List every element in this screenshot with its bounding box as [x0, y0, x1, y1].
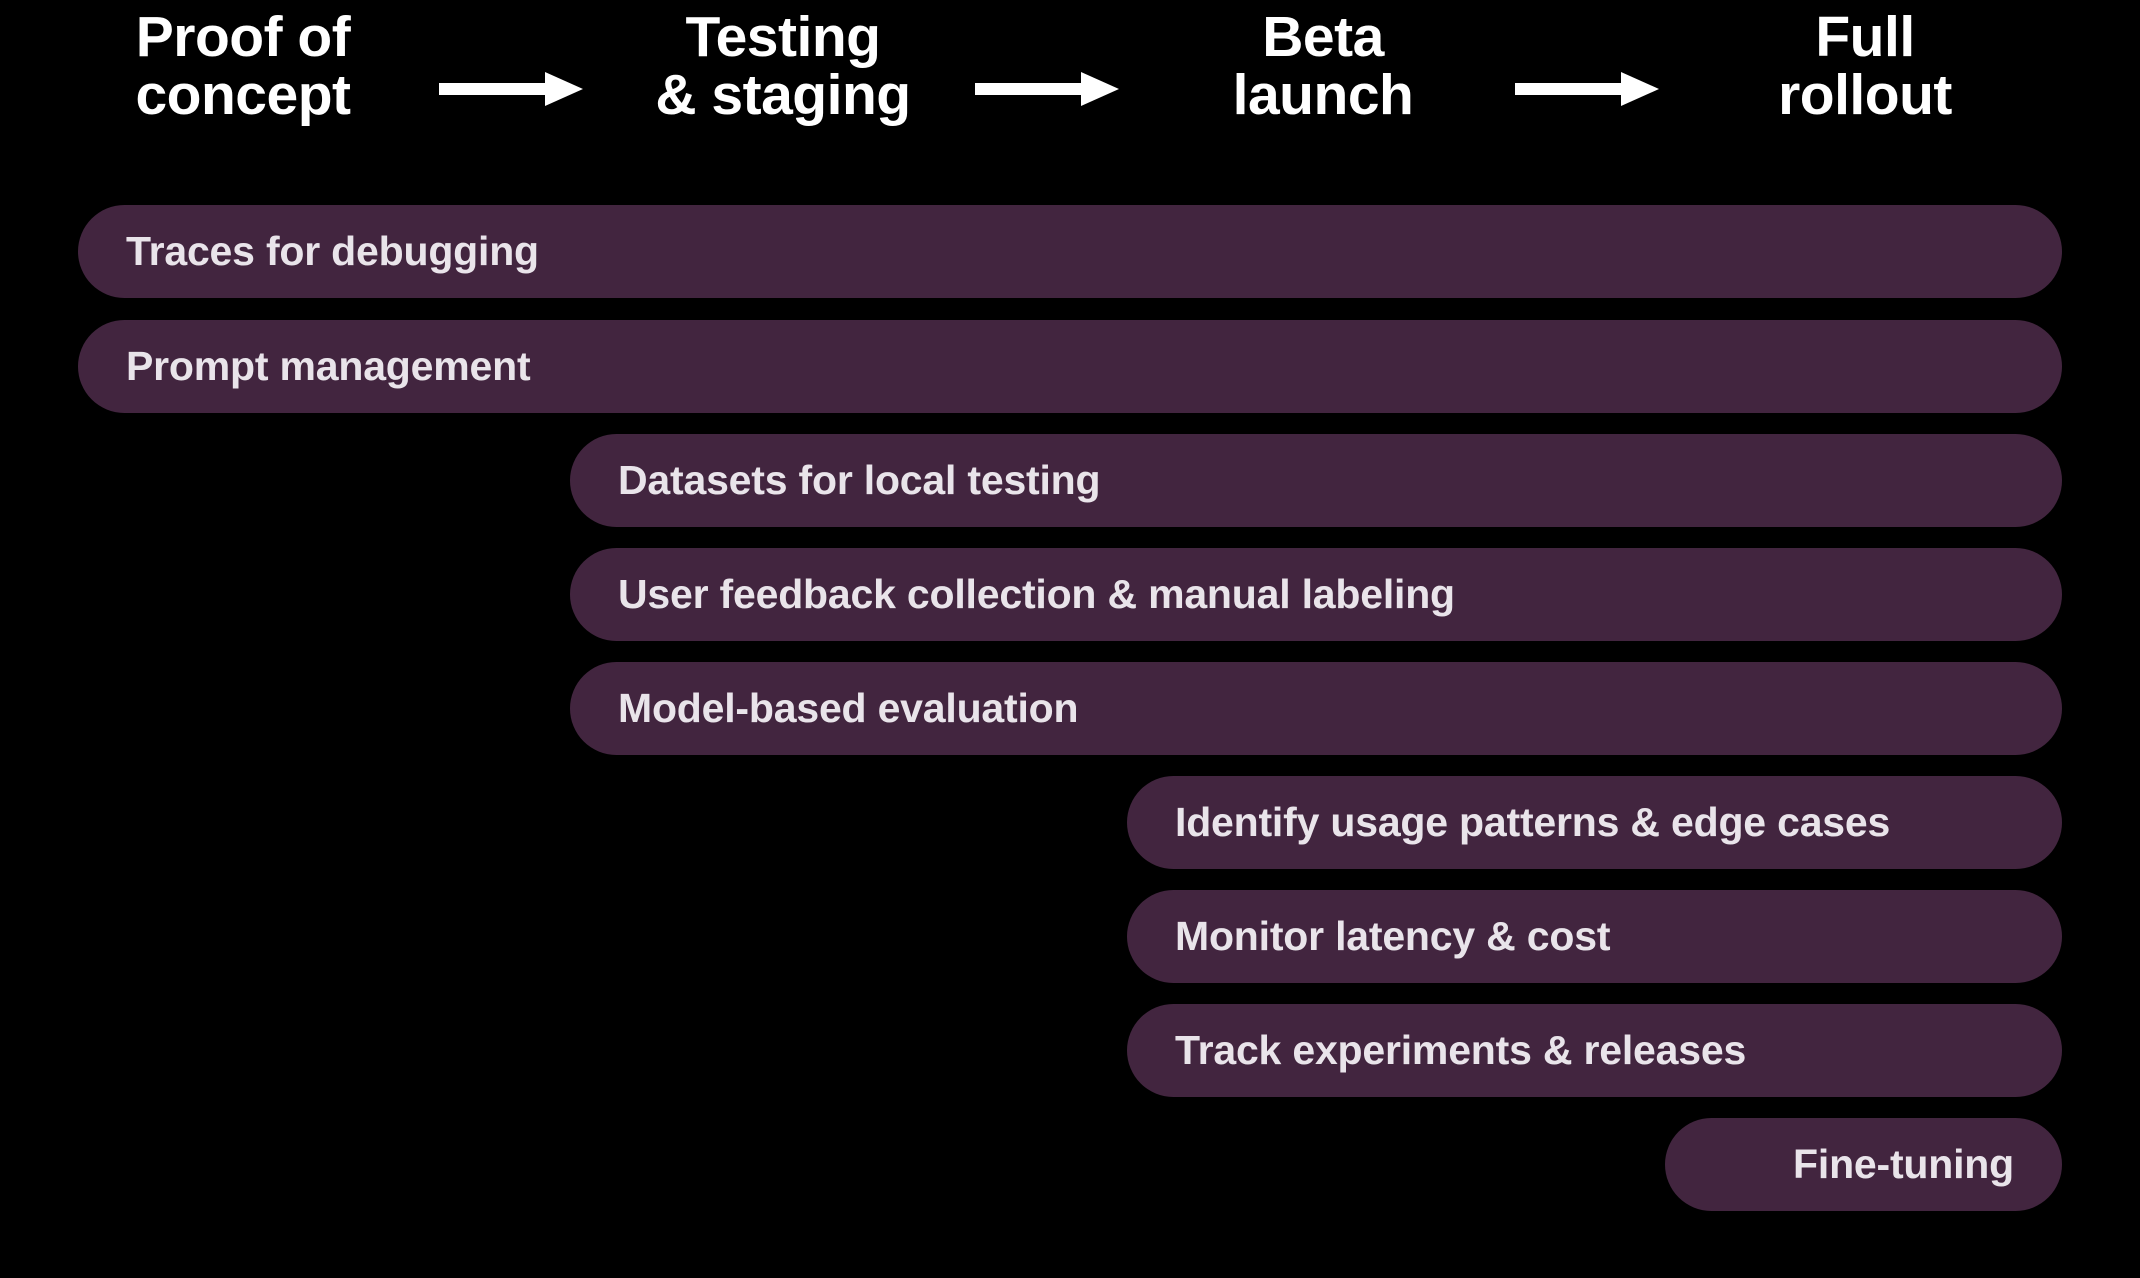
- right-arrow-icon: [975, 72, 1119, 106]
- right-arrow-icon: [439, 72, 583, 106]
- phase-label-line2: launch: [1232, 63, 1414, 128]
- phase-label-line1: Beta: [1262, 5, 1384, 69]
- capability-bar[interactable]: Datasets for local testing: [570, 434, 2062, 527]
- phase-label-line2: & staging: [655, 63, 911, 128]
- phase-label-2: Testing& staging: [573, 8, 993, 124]
- capability-bar-label: Traces for debugging: [126, 228, 539, 274]
- capability-bar[interactable]: User feedback collection & manual labeli…: [570, 548, 2062, 641]
- capability-bar-label: Track experiments & releases: [1175, 1027, 1747, 1073]
- capability-bar[interactable]: Fine-tuning: [1665, 1118, 2062, 1211]
- right-arrow-icon: [1515, 72, 1659, 106]
- capability-bar[interactable]: Model-based evaluation: [570, 662, 2062, 755]
- phase-label-line1: Proof of: [135, 5, 351, 69]
- capability-bar-label: Identify usage patterns & edge cases: [1175, 799, 1891, 845]
- phase-label-line1: Full: [1815, 5, 1915, 69]
- capability-bar-label: Monitor latency & cost: [1175, 913, 1611, 959]
- capability-bar[interactable]: Traces for debugging: [78, 205, 2062, 298]
- phase-label-line2: rollout: [1778, 63, 1952, 128]
- capability-bar[interactable]: Track experiments & releases: [1127, 1004, 2062, 1097]
- capability-bar-label: User feedback collection & manual labeli…: [618, 571, 1455, 617]
- capability-bar-label: Datasets for local testing: [618, 457, 1101, 503]
- capability-bar-label: Fine-tuning: [1793, 1141, 2014, 1187]
- capability-bar[interactable]: Identify usage patterns & edge cases: [1127, 776, 2062, 869]
- capability-bar[interactable]: Prompt management: [78, 320, 2062, 413]
- capability-bar-label: Model-based evaluation: [618, 685, 1079, 731]
- phase-label-line2: concept: [135, 63, 351, 128]
- capability-bar[interactable]: Monitor latency & cost: [1127, 890, 2062, 983]
- capability-bar-label: Prompt management: [126, 343, 531, 389]
- phase-label-line1: Testing: [685, 5, 881, 69]
